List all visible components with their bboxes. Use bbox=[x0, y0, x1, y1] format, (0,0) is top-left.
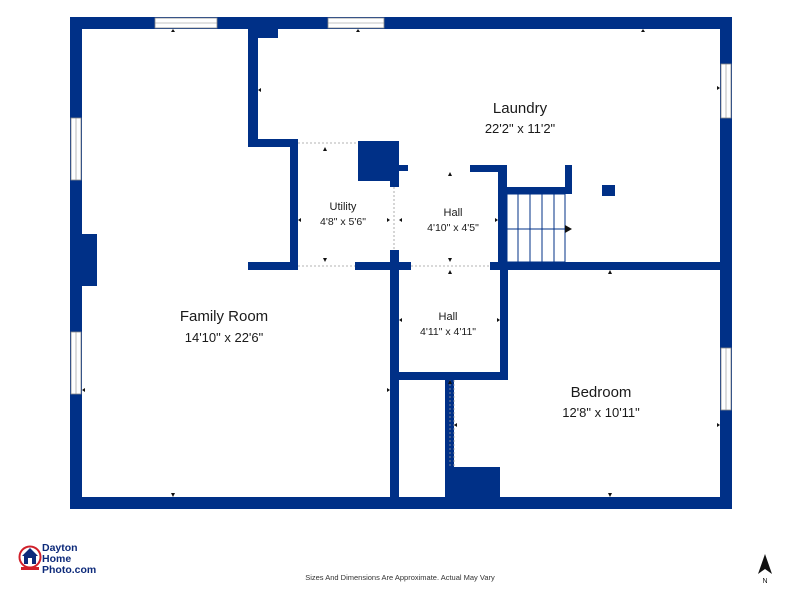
room-laundry-name: Laundry bbox=[493, 100, 548, 117]
room-bedroom-dims: 12'8" x 10'11" bbox=[562, 405, 640, 420]
logo-line-1: Dayton bbox=[42, 542, 78, 554]
window-panes bbox=[75, 22, 727, 410]
room-bedroom-name: Bedroom bbox=[571, 384, 632, 401]
room-laundry-dims: 22'2" x 11'2" bbox=[485, 121, 556, 136]
windows bbox=[70, 17, 732, 411]
logo-line-3: Photo.com bbox=[42, 564, 97, 576]
logo-line-2: Home bbox=[42, 553, 72, 565]
interior-walls bbox=[82, 29, 732, 509]
room-hall-mid-dims: 4'11" x 4'11" bbox=[420, 326, 476, 338]
room-hall-top-name: Hall bbox=[444, 207, 463, 219]
disclaimer: Sizes And Dimensions Are Approximate. Ac… bbox=[305, 573, 495, 582]
house-icon bbox=[18, 545, 42, 570]
north-arrow-icon bbox=[758, 554, 772, 574]
stair-arrow-icon bbox=[565, 225, 572, 233]
openings bbox=[298, 142, 490, 467]
room-family-dims: 14'10" x 22'6" bbox=[185, 330, 264, 345]
stairs bbox=[506, 193, 572, 263]
logo: Dayton Home Photo.com bbox=[18, 543, 128, 577]
room-utility-name: Utility bbox=[330, 201, 357, 213]
room-family-name: Family Room bbox=[180, 308, 268, 325]
compass: N bbox=[754, 552, 776, 592]
room-labels: Laundry 22'2" x 11'2" Utility 4'8" x 5'6… bbox=[180, 100, 640, 420]
room-hall-mid-name: Hall bbox=[439, 311, 458, 323]
room-hall-top-dims: 4'10" x 4'5" bbox=[427, 222, 479, 234]
room-utility-dims: 4'8" x 5'6" bbox=[320, 216, 366, 228]
compass-label: N bbox=[762, 578, 768, 585]
logo-text: Dayton Home Photo.com bbox=[42, 543, 96, 576]
wall-markers bbox=[82, 29, 720, 497]
